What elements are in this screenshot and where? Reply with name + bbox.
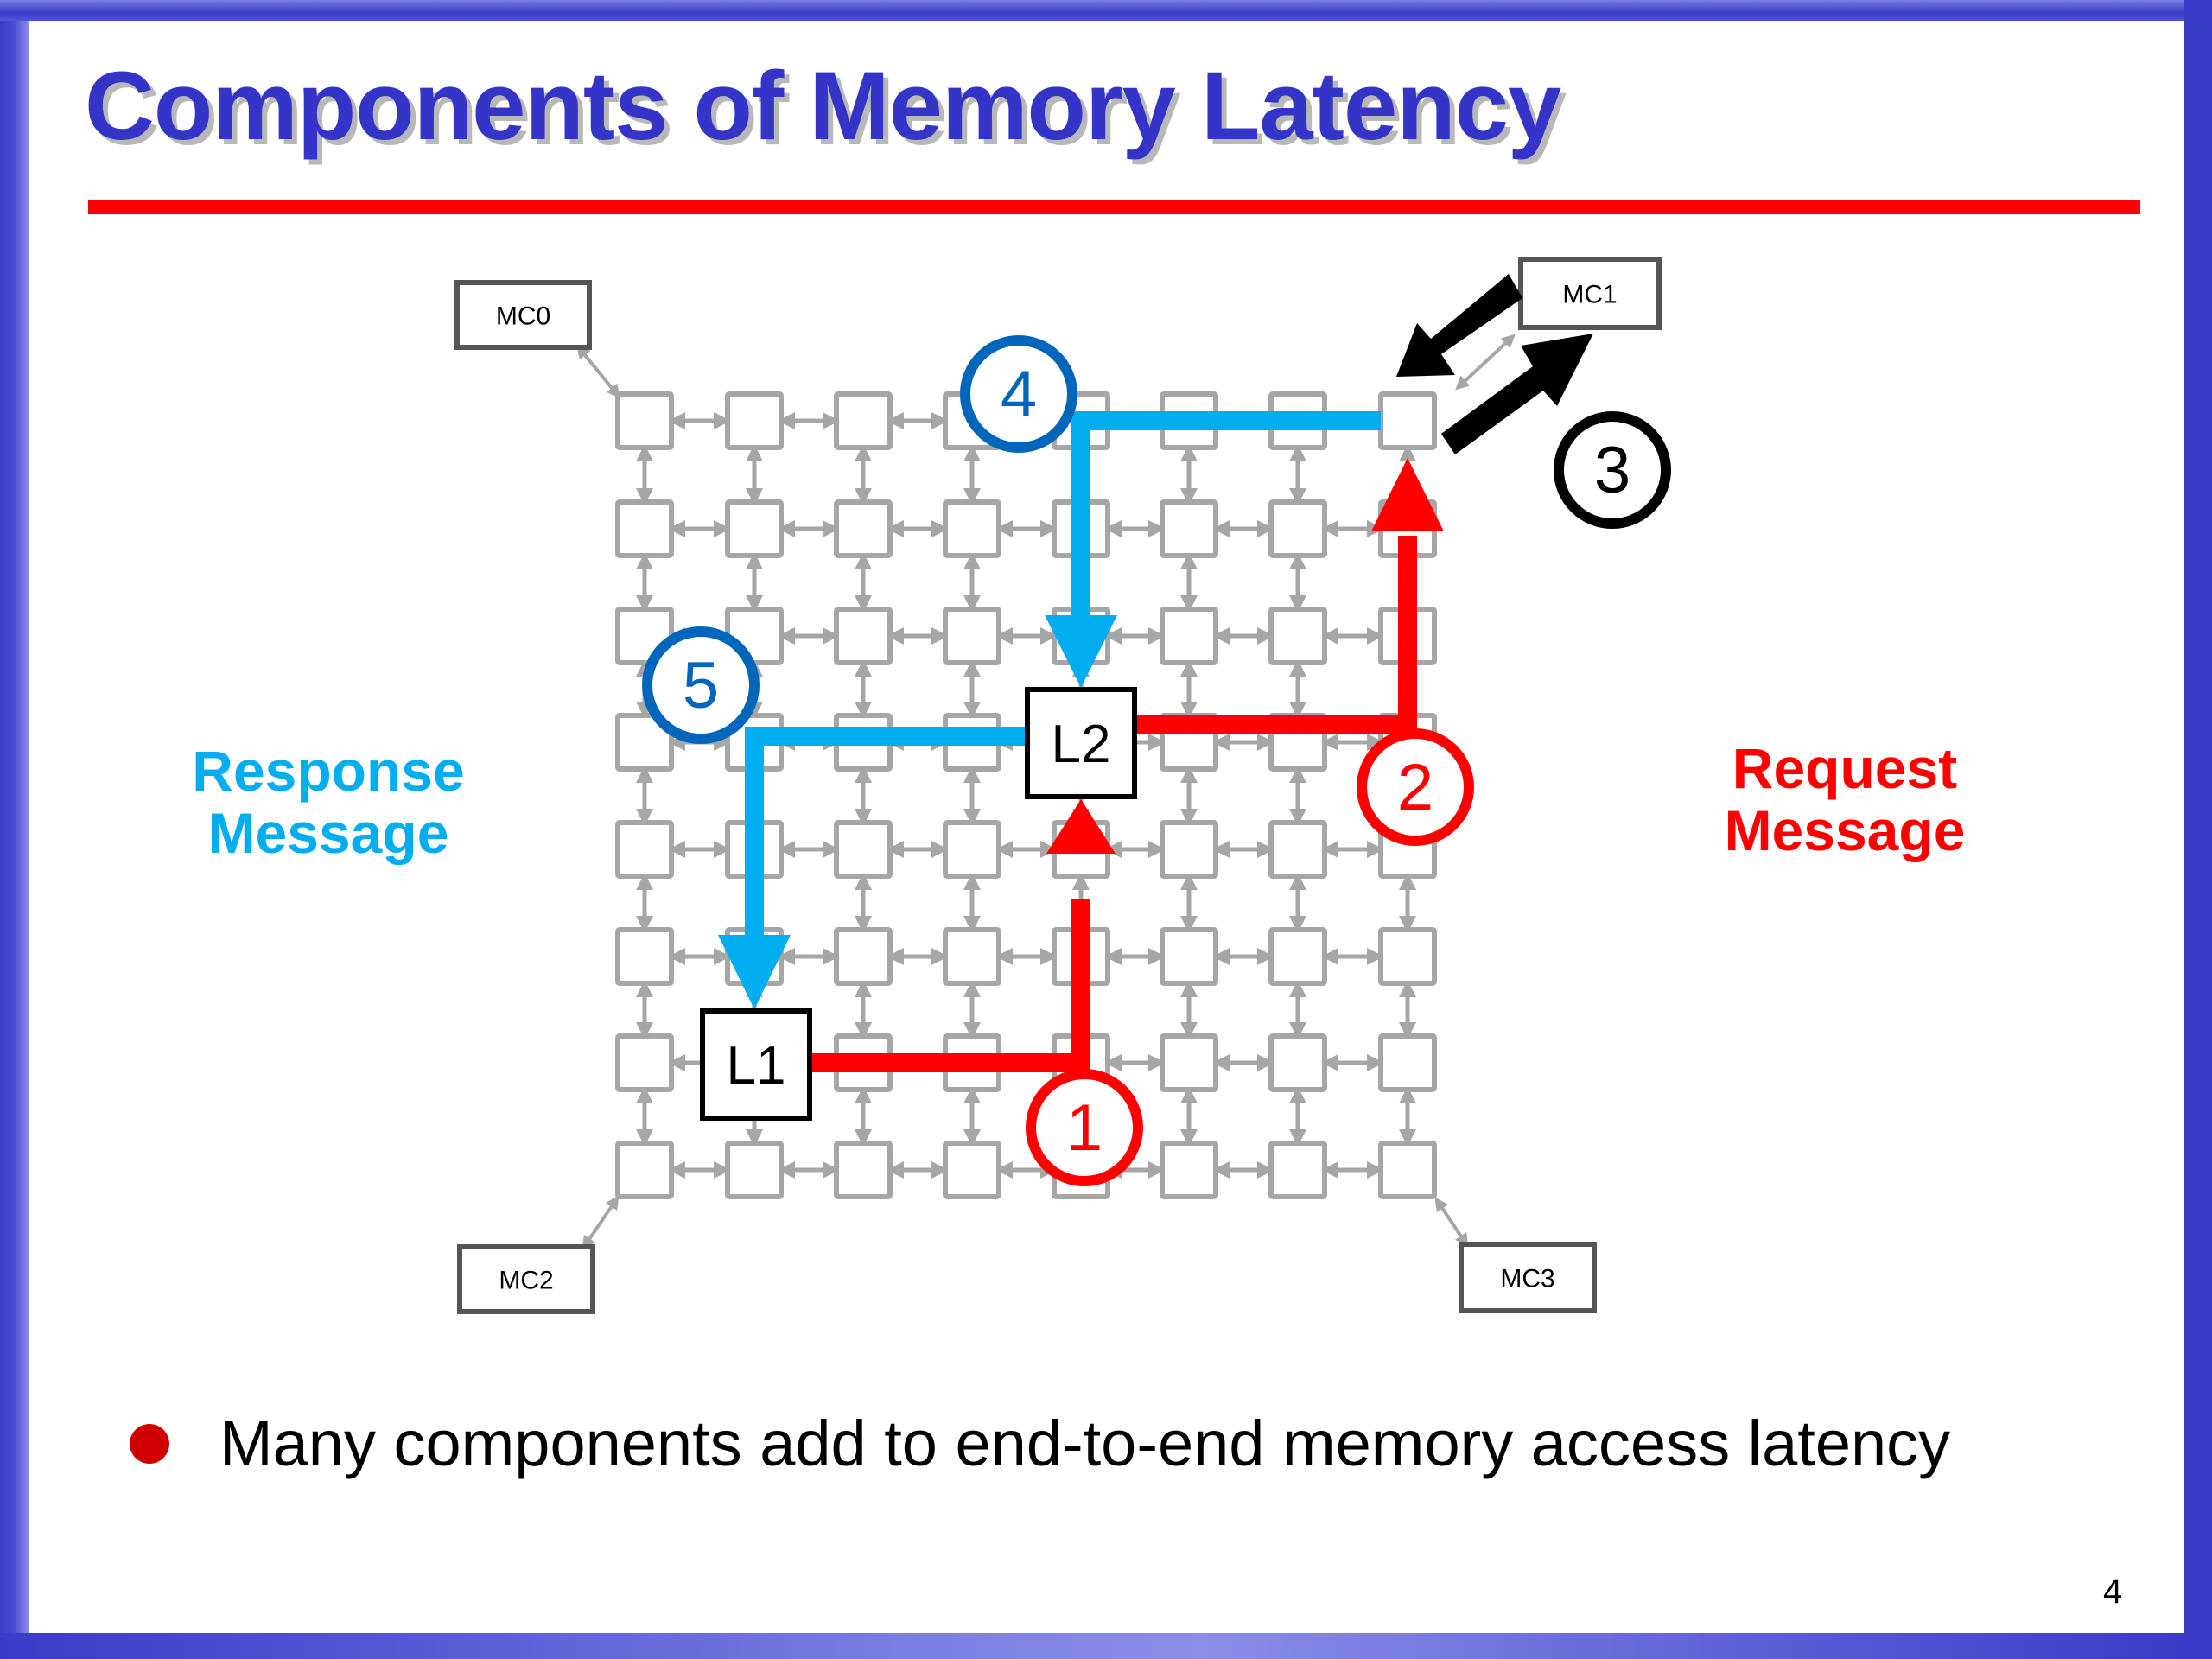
step-number: 3 xyxy=(1594,434,1630,507)
mesh-node xyxy=(1268,927,1327,986)
mesh-node xyxy=(1160,499,1218,558)
memory-controller-label: MC2 xyxy=(499,1267,553,1295)
mesh-node xyxy=(834,499,893,558)
step-circle-5 xyxy=(642,626,760,744)
mesh-node xyxy=(615,713,674,772)
memory-controller-label: MC1 xyxy=(1562,281,1617,309)
step-number: 2 xyxy=(1397,751,1433,824)
request-label-line1: Request xyxy=(1732,736,1958,800)
mesh-node xyxy=(615,820,674,879)
memory-controller-box-mc2 xyxy=(457,1244,595,1314)
mesh-node xyxy=(1378,1033,1437,1092)
mesh-node xyxy=(943,499,1001,558)
mesh-node xyxy=(1160,820,1218,879)
mc-to-node-arrow xyxy=(1396,274,1522,377)
mesh-node xyxy=(615,1141,674,1199)
mesh-node xyxy=(943,607,1001,665)
bullet-icon xyxy=(130,1424,169,1464)
mesh-node xyxy=(943,927,1001,986)
memory-controller-box-mc3 xyxy=(1459,1242,1597,1313)
mesh-node xyxy=(615,927,674,986)
cache-label: L2 xyxy=(1052,715,1111,774)
cache-node-l1 xyxy=(700,1008,812,1121)
cache-node-l2 xyxy=(1025,687,1137,799)
page-number: 4 xyxy=(2103,1573,2123,1611)
slide-frame-top xyxy=(0,0,2212,21)
step-circle-1 xyxy=(1026,1069,1143,1186)
response-path-segment-2 xyxy=(745,727,1027,942)
memory-controller-link xyxy=(1455,334,1516,391)
request-arrowhead-1 xyxy=(1046,799,1116,854)
cache-nodes: L1 L2 xyxy=(700,687,1137,1121)
mesh-node xyxy=(1378,1141,1437,1199)
memory-controller-link xyxy=(582,1195,620,1250)
response-arrowhead-1 xyxy=(1045,615,1117,688)
step-circle-2 xyxy=(1357,728,1474,846)
memory-controller-link xyxy=(575,344,621,399)
message-paths xyxy=(718,274,1593,1072)
memory-controller-label: MC3 xyxy=(1500,1265,1554,1294)
response-label-line1: Response xyxy=(192,739,465,803)
memory-controller-label: MC0 xyxy=(496,302,550,331)
bullet-text: Many components add to end-to-end memory… xyxy=(219,1408,1951,1479)
step-number: 4 xyxy=(1001,358,1037,431)
mesh-node xyxy=(834,927,893,986)
mesh-node xyxy=(1268,607,1327,665)
mesh-node xyxy=(1268,499,1327,558)
step-number: 1 xyxy=(1066,1091,1103,1165)
slide-frame-left xyxy=(0,21,29,1659)
mesh-node xyxy=(725,1141,784,1199)
slide-frame-right xyxy=(2184,0,2212,1659)
memory-controller-link xyxy=(1434,1197,1469,1248)
mesh-node xyxy=(615,499,674,558)
memory-controller-links xyxy=(575,334,1516,1250)
response-label-line2: Message xyxy=(207,801,449,865)
cache-label: L1 xyxy=(727,1036,786,1096)
slide-title: Components of Memory Latency xyxy=(85,52,1561,160)
request-message-label: Request Message xyxy=(1694,737,1996,861)
slide-frame-bottom xyxy=(0,1633,2184,1659)
title-underline xyxy=(88,200,2140,214)
node-to-mc-arrow xyxy=(1441,334,1593,454)
mesh-node xyxy=(1160,607,1218,665)
step-markers: 1 2 3 4 5 xyxy=(642,335,1671,1186)
request-label-line2: Message xyxy=(1724,798,1966,862)
memory-controller-box-mc1 xyxy=(1518,257,1662,330)
mesh-node xyxy=(615,391,674,450)
mesh-node xyxy=(834,1141,893,1199)
mesh-node xyxy=(834,820,893,879)
response-message-label: Response Message xyxy=(173,740,484,864)
mesh-node xyxy=(615,1033,674,1092)
request-arrowhead-2 xyxy=(1371,458,1444,531)
mesh-node xyxy=(1160,1033,1218,1092)
response-arrowhead-2 xyxy=(718,935,791,1009)
request-path-segment-2 xyxy=(1135,536,1417,734)
mesh-node xyxy=(725,391,784,450)
mesh-node xyxy=(725,499,784,558)
mesh-node xyxy=(943,1141,1001,1199)
mesh-node xyxy=(943,820,1001,879)
request-path-segment-1 xyxy=(810,899,1090,1072)
mesh-node xyxy=(1378,927,1437,986)
mesh-node xyxy=(1160,927,1218,986)
mesh-node xyxy=(1268,820,1327,879)
mesh-node xyxy=(1268,1141,1327,1199)
mesh-node xyxy=(834,607,893,665)
step-circle-3 xyxy=(1554,411,1671,529)
step-circle-4 xyxy=(960,335,1077,453)
mesh-node xyxy=(1160,1141,1218,1199)
response-path-segment-1 xyxy=(1071,411,1381,622)
mesh-node xyxy=(1268,1033,1327,1092)
mesh-node xyxy=(834,391,893,450)
mesh-node xyxy=(1378,391,1437,450)
memory-controller-box-mc0 xyxy=(454,280,592,350)
step-number: 5 xyxy=(683,649,719,722)
